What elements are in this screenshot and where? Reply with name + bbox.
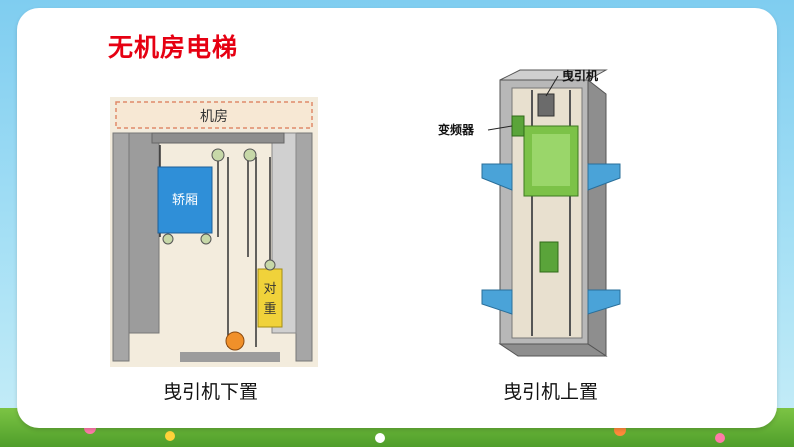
- traction-machine: [225, 331, 245, 351]
- counterweight-pulley: [264, 259, 276, 271]
- car-pulley: [200, 233, 212, 245]
- traction-machine-label: 曳引机: [562, 68, 598, 83]
- page-title: 无机房电梯: [108, 33, 239, 62]
- top-pulley: [211, 148, 225, 162]
- counterweight-label-line2: 重: [263, 301, 276, 317]
- caption-top-machine: 曳引机上置: [503, 381, 599, 403]
- inverter-label: 变频器: [438, 122, 475, 137]
- counterweight-label-line1: 对: [263, 282, 276, 297]
- counterweight: [539, 241, 559, 273]
- top-pulley: [243, 148, 257, 162]
- counterweight: [257, 268, 283, 328]
- elevator-car: [157, 166, 213, 234]
- traction-machine: [537, 93, 555, 117]
- elevator-diagram-top-machine: 曳引机 变频器: [438, 68, 621, 357]
- machine-room-label: 机房: [200, 109, 228, 125]
- inverter: [511, 115, 525, 137]
- car-pulley: [162, 233, 174, 245]
- elevator-diagram-bottom-machine: 机房 轿厢 对 重: [110, 97, 318, 367]
- car-label: 轿厢: [172, 193, 198, 208]
- caption-bottom-machine: 曳引机下置: [163, 381, 259, 403]
